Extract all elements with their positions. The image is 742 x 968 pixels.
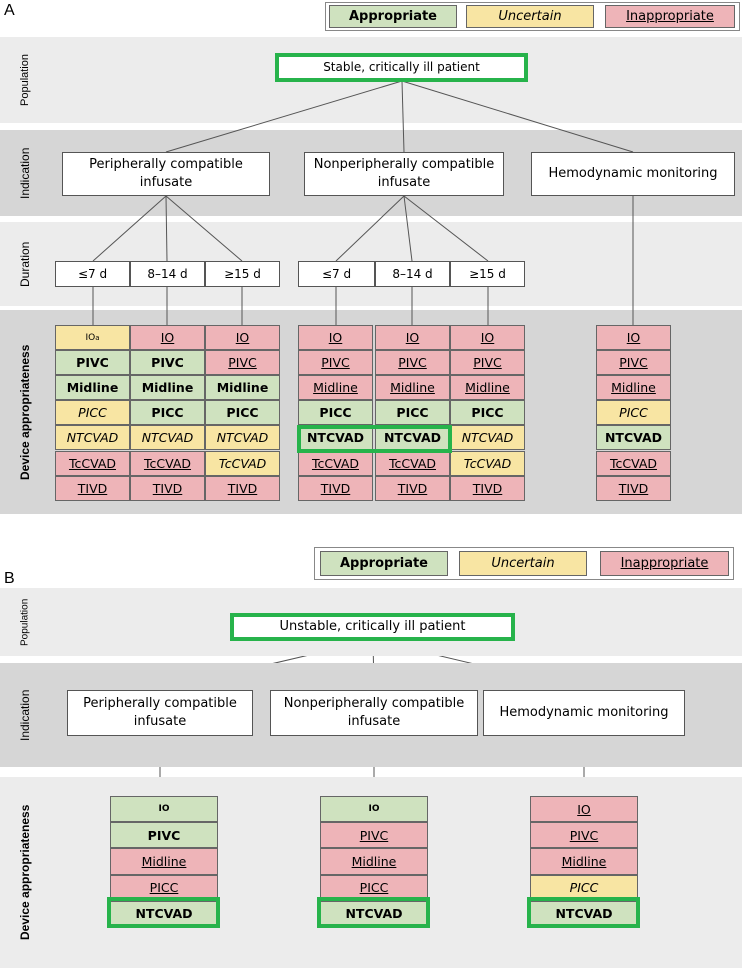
device-cell-tccvad: TcCVAD — [55, 450, 130, 476]
duration-a-6: ≥15 d — [450, 261, 525, 287]
device-cell-io: IO — [530, 796, 638, 823]
legend-a-inappropriate: Inappropriate — [605, 5, 735, 28]
device-cell-pivc: PIVC — [375, 350, 450, 376]
panel-b-letter: B — [4, 570, 15, 587]
device-cell-pivc: PIVC — [205, 350, 280, 376]
legend-a-appropriate: Appropriate — [329, 5, 457, 28]
device-cell-io: IO — [298, 325, 373, 351]
device-cell-tccvad: TcCVAD — [205, 450, 280, 476]
device-cell-midline: Midline — [375, 375, 450, 401]
device-cell-io: IO — [110, 796, 218, 823]
device-cell-pivc: PIVC — [530, 822, 638, 849]
device-cell-io: IO — [375, 325, 450, 351]
device-cell-ntcvad: NTCVAD — [530, 900, 638, 927]
device-cell-ntcvad: NTCVAD — [55, 425, 130, 451]
device-cell-midline: Midline — [320, 848, 428, 875]
panel-a-letter: A — [4, 2, 15, 19]
legend-b-uncertain: Uncertain — [459, 551, 587, 576]
indication-b-nonperipheral: Nonperipherally compatible infusate — [270, 690, 478, 736]
population-box-a: Stable, critically ill patient — [275, 53, 528, 82]
indication-b-peripheral: Peripherally compatible infusate — [67, 690, 253, 736]
device-cell-tccvad: TcCVAD — [596, 450, 671, 476]
device-cell-io: IO — [205, 325, 280, 351]
duration-a-2: 8–14 d — [130, 261, 205, 287]
indication-a-peripheral: Peripherally compatible infusate — [62, 152, 270, 196]
device-cell-io: IO — [130, 325, 205, 351]
device-cell-io: IO — [596, 325, 671, 351]
device-cell-picc: PICC — [205, 400, 280, 426]
device-cell-ntcvad: NTCVAD — [375, 425, 450, 451]
row-label-b-population: Population — [19, 598, 31, 646]
device-cell-ntcvad: NTCVAD — [130, 425, 205, 451]
device-cell-midline: Midline — [450, 375, 525, 401]
device-cell-midline: Midline — [55, 375, 130, 401]
device-cell-tivd: TIVD — [205, 475, 280, 501]
device-cell-tivd: TIVD — [130, 475, 205, 501]
device-cell-tccvad: TcCVAD — [375, 450, 450, 476]
device-cell-pivc: PIVC — [110, 822, 218, 849]
device-cell-picc: PICC — [55, 400, 130, 426]
device-cell-picc: PICC — [450, 400, 525, 426]
device-cell-ntcvad: NTCVAD — [298, 425, 373, 451]
legend-b-inappropriate: Inappropriate — [600, 551, 729, 576]
device-cell-tivd: TIVD — [298, 475, 373, 501]
legend-b-appropriate: Appropriate — [320, 551, 448, 576]
device-cell-midline: Midline — [130, 375, 205, 401]
duration-a-4: ≤7 d — [298, 261, 375, 287]
device-cell-ntcvad: NTCVAD — [205, 425, 280, 451]
device-cell-ntcvad: NTCVAD — [450, 425, 525, 451]
indication-a-hemodynamic: Hemodynamic monitoring — [531, 152, 735, 196]
device-cell-picc: PICC — [130, 400, 205, 426]
indication-a-nonperipheral: Nonperipherally compatible infusate — [304, 152, 504, 196]
device-cell-pivc: PIVC — [298, 350, 373, 376]
row-label-b-indication: Indication — [18, 689, 32, 741]
device-cell-io: IO — [320, 796, 428, 823]
device-cell-pivc: PIVC — [130, 350, 205, 376]
device-cell-tivd: TIVD — [596, 475, 671, 501]
device-cell-midline: Midline — [596, 375, 671, 401]
device-cell-midline: Midline — [205, 375, 280, 401]
device-cell-picc: PICC — [375, 400, 450, 426]
device-cell-pivc: PIVC — [450, 350, 525, 376]
duration-a-1: ≤7 d — [55, 261, 130, 287]
device-cell-ntcvad: NTCVAD — [110, 900, 218, 927]
row-label-b-device: Device appropriateness — [18, 804, 32, 941]
device-cell-picc: PICC — [320, 874, 428, 901]
device-cell-pivc: PIVC — [320, 822, 428, 849]
indication-b-hemodynamic: Hemodynamic monitoring — [483, 690, 685, 736]
device-cell-picc: PICC — [596, 400, 671, 426]
device-cell-picc: PICC — [530, 874, 638, 901]
population-box-b: Unstable, critically ill patient — [230, 613, 515, 641]
device-cell-midline: Midline — [110, 848, 218, 875]
device-cell-tccvad: TcCVAD — [298, 450, 373, 476]
device-cell-pivc: PIVC — [596, 350, 671, 376]
device-cell-ntcvad: NTCVAD — [320, 900, 428, 927]
duration-a-3: ≥15 d — [205, 261, 280, 287]
device-cell-midline: Midline — [530, 848, 638, 875]
device-cell-io: IO — [450, 325, 525, 351]
device-cell-tccvad: TcCVAD — [450, 450, 525, 476]
device-cell-tivd: TIVD — [375, 475, 450, 501]
device-cell-ntcvad: NTCVAD — [596, 425, 671, 451]
device-cell-tivd: TIVD — [450, 475, 525, 501]
device-cell-tivd: TIVD — [55, 475, 130, 501]
device-cell-midline: Midline — [298, 375, 373, 401]
device-cell-picc: PICC — [110, 874, 218, 901]
device-cell-picc: PICC — [298, 400, 373, 426]
legend-a-uncertain: Uncertain — [466, 5, 594, 28]
device-cell-pivc: PIVC — [55, 350, 130, 376]
duration-a-5: 8–14 d — [375, 261, 450, 287]
device-cell-tccvad: TcCVAD — [130, 450, 205, 476]
